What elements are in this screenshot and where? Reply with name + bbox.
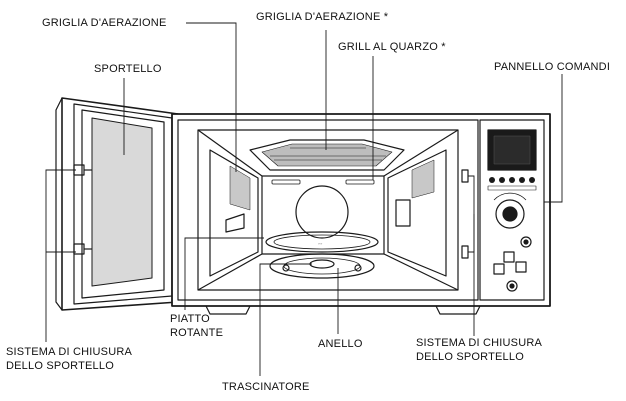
quartz-tube-right	[345, 179, 375, 185]
button-2[interactable]	[499, 177, 505, 183]
control-panel	[479, 119, 545, 301]
label-turntable-line1: PIATTO	[170, 313, 210, 325]
label-coupler: TRASCINATORE	[222, 381, 310, 393]
button-1[interactable]	[489, 177, 495, 183]
label-turntable: PIATTO ROTANTE	[170, 312, 223, 340]
button-mode-c[interactable]	[493, 263, 505, 275]
label-door-lock-right-line2: DELLO SPORTELLO	[416, 351, 524, 363]
turntable: ◦◦◦	[265, 231, 379, 279]
label-door-lock-left-line1: SISTEMA DI CHIUSURA	[6, 346, 133, 358]
label-door: SPORTELLO	[94, 63, 162, 75]
label-door-lock-left: SISTEMA DI CHIUSURA DELLO SPORTELLO	[6, 345, 132, 373]
button-3[interactable]	[509, 177, 515, 183]
label-quartz-grill: GRILL AL QUARZO *	[338, 41, 446, 53]
roller-ring	[269, 253, 375, 279]
button-mode-a[interactable]	[503, 251, 515, 263]
label-turntable-line2: ROTANTE	[170, 327, 224, 339]
svg-text:◦◦◦: ◦◦◦	[318, 241, 323, 246]
label-vent-grille-top: GRIGLIA D'AERAZIONE *	[256, 11, 389, 23]
quartz-tube-left	[271, 179, 301, 185]
button-mode-b[interactable]	[515, 261, 527, 273]
foot-left	[205, 305, 251, 315]
label-control-panel: PANNELLO COMANDI	[494, 61, 611, 73]
label-door-lock-right: SISTEMA DI CHIUSURA DELLO SPORTELLO	[416, 336, 542, 364]
button-stop[interactable]	[506, 280, 518, 292]
quartz-grill-housing	[249, 139, 405, 171]
leader-lines	[45, 22, 563, 376]
label-vent-grille-left: GRIGLIA D'AERAZIONE	[42, 17, 167, 29]
label-ring: ANELLO	[318, 338, 363, 350]
foot-right	[435, 305, 481, 315]
control-dial[interactable]	[495, 199, 525, 229]
cavity-light	[295, 185, 349, 239]
door	[55, 97, 179, 311]
label-door-lock-left-line2: DELLO SPORTELLO	[6, 360, 114, 372]
top-vent-grille	[261, 143, 393, 167]
button-4[interactable]	[519, 177, 525, 183]
label-door-lock-right-line1: SISTEMA DI CHIUSURA	[416, 337, 543, 349]
button-5[interactable]	[529, 177, 535, 183]
side-vent-grille	[229, 165, 251, 211]
oven-cavity	[197, 129, 459, 291]
button-start[interactable]	[520, 236, 532, 248]
